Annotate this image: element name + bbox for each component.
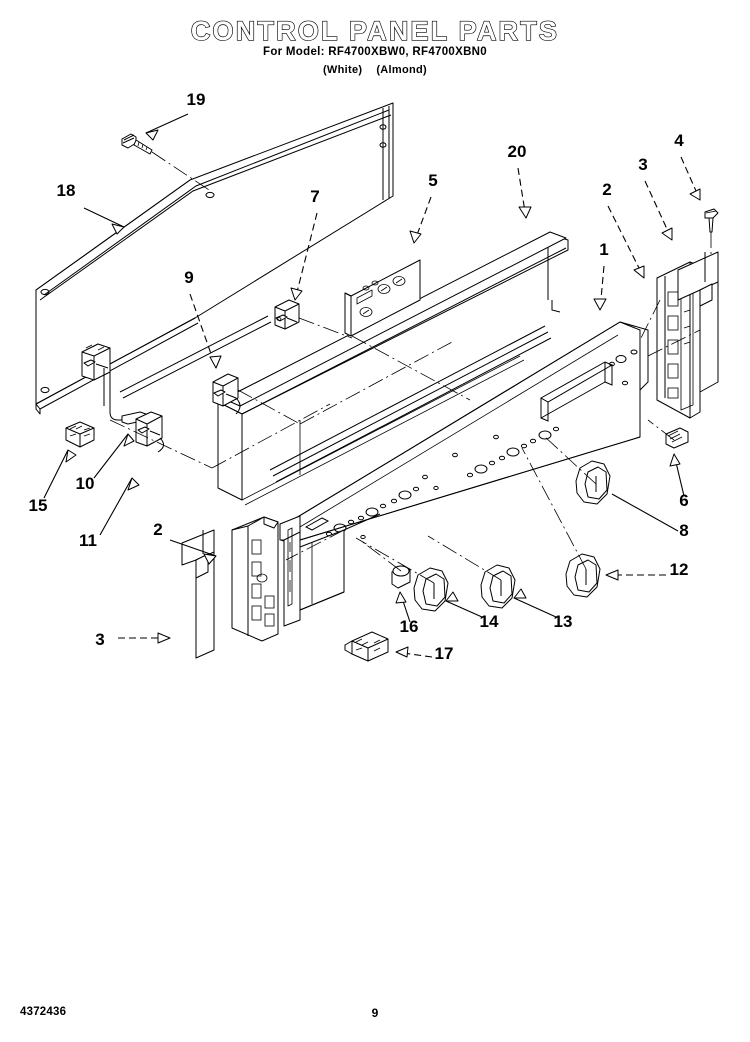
callout-11: 11 (79, 531, 97, 550)
part-receptacle-15 (65, 421, 95, 448)
callout-2-right: 2 (602, 180, 611, 199)
part-top-trim (217, 231, 569, 506)
callout-12: 12 (670, 560, 689, 579)
callout-10: 10 (76, 474, 95, 493)
part-screw-4 (704, 208, 719, 254)
part-end-cap-right (677, 251, 719, 393)
alignment-centerlines (109, 299, 701, 584)
callout-8: 8 (679, 521, 688, 540)
part-knob-12 (565, 553, 601, 598)
page-title: CONTROL PANEL PARTS (190, 15, 560, 46)
callout-18: 18 (57, 181, 76, 200)
part-side-trim-left (231, 515, 301, 642)
part-switch-7 (274, 299, 353, 339)
footer-part-number: 4372436 (20, 1006, 67, 1018)
footer-page-number: 9 (371, 1006, 379, 1020)
callout-17: 17 (435, 644, 454, 663)
part-clock-module (344, 259, 421, 337)
callout-13: 13 (554, 612, 573, 631)
color-variant-almond: (Almond) (376, 64, 428, 76)
panel-inner-shelf (119, 315, 552, 483)
part-knob-right (575, 460, 611, 505)
part-bushing-16 (391, 565, 411, 589)
callout-4: 4 (674, 131, 684, 150)
part-side-trim-right (656, 261, 701, 419)
leader-lines (43, 113, 701, 658)
callout-3-right: 3 (638, 155, 647, 174)
callout-19: 19 (187, 90, 206, 109)
part-knob-insert-6 (665, 427, 689, 449)
callout-1: 1 (599, 240, 608, 259)
callout-16: 16 (400, 617, 419, 636)
callout-2-left: 2 (153, 520, 162, 539)
color-variant-white: (White) (322, 64, 363, 76)
part-knob-13 (480, 564, 516, 609)
callout-3-left: 3 (95, 630, 104, 649)
part-switch-10 (135, 411, 164, 453)
part-end-cap-left (181, 529, 215, 659)
panel-lower-box (299, 513, 381, 611)
callout-9: 9 (184, 268, 193, 287)
part-screw-19 (121, 133, 213, 193)
callout-numbers: 19 18 7 5 20 9 1 2 3 4 15 10 11 2 3 16 1… (29, 90, 689, 663)
part-knob-14 (413, 567, 449, 612)
model-line: For Model: RF4700XBW0, RF4700XBN0 (263, 46, 487, 58)
callout-7: 7 (310, 187, 319, 206)
callout-20: 20 (508, 142, 527, 161)
callout-6: 6 (679, 491, 688, 510)
callout-5: 5 (428, 171, 437, 190)
part-switch-9 (212, 373, 241, 415)
callout-14: 14 (480, 612, 499, 631)
color-variants: (White) (Almond) (0, 64, 750, 76)
part-rear-panel (35, 102, 394, 415)
part-connector-17 (344, 631, 389, 662)
callout-15: 15 (29, 496, 48, 515)
